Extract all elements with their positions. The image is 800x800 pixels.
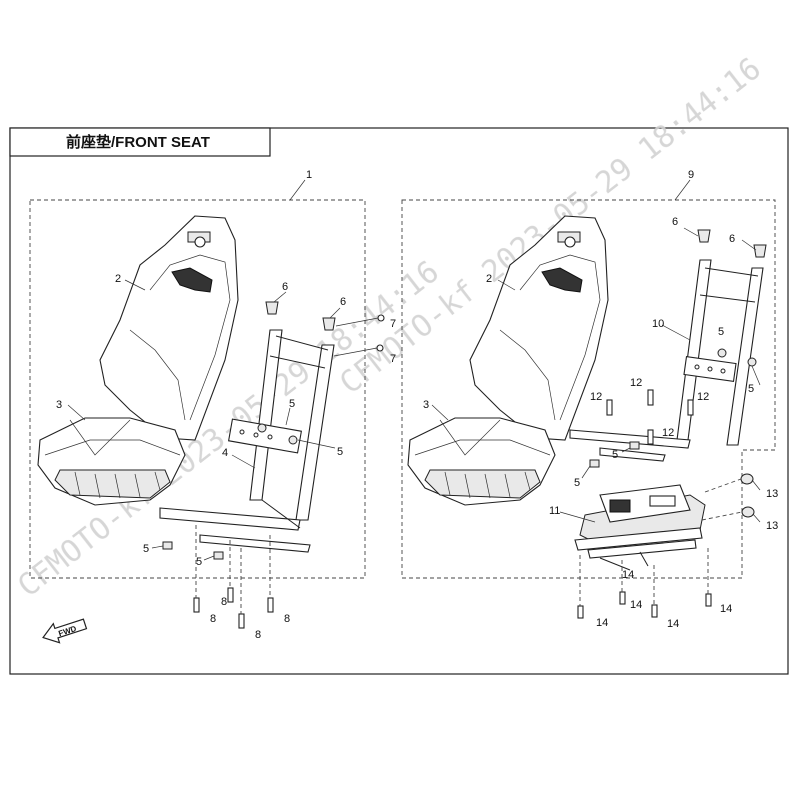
- left-nut-b: [288, 435, 298, 445]
- right-nut-a: [717, 348, 727, 358]
- callout-2-left: 2: [115, 273, 121, 285]
- right-cushion: [407, 417, 556, 506]
- right-seat-slider: [574, 484, 706, 571]
- callout-14-a: 14: [596, 617, 608, 629]
- callout-14-e: 14: [622, 569, 634, 581]
- left-cushion: [37, 417, 186, 506]
- left-nut-c: [162, 541, 173, 550]
- callout-8-c: 8: [255, 629, 261, 641]
- callout-4: 4: [222, 447, 228, 459]
- callout-5-left-d: 5: [196, 556, 202, 568]
- right-bushing-a: [740, 473, 754, 485]
- callout-12-b: 12: [590, 391, 602, 403]
- callout-14-c: 14: [667, 618, 679, 630]
- callout-5-left-b: 5: [337, 446, 343, 458]
- right-clip-b: [753, 244, 767, 258]
- left-backrest: [99, 215, 239, 441]
- callout-2-right: 2: [486, 273, 492, 285]
- callout-7-a: 7: [390, 318, 396, 330]
- callout-3-right: 3: [423, 399, 429, 411]
- callout-12-c: 12: [697, 391, 709, 403]
- right-bolts-14: [577, 548, 712, 619]
- left-seat-frame: [159, 329, 335, 553]
- callout-11: 11: [549, 505, 560, 517]
- callout-12-d: 12: [662, 427, 674, 439]
- left-nut-d: [213, 551, 224, 560]
- callout-1: 1: [306, 169, 312, 181]
- callout-12-a: 12: [630, 377, 642, 389]
- left-pin-a: [377, 314, 385, 322]
- callout-6-right-a: 6: [672, 216, 678, 228]
- callout-5-right-c: 5: [574, 477, 580, 489]
- right-seat-frame: [569, 259, 764, 462]
- left-seat-assembly: 1 2 3 4 5 5 5 5 6 6 7 7 8 8 8 8: [29, 169, 396, 641]
- callout-13-b: 13: [766, 520, 778, 532]
- outer-frame: [9, 127, 789, 675]
- left-nut-a: [257, 423, 267, 433]
- callout-13-a: 13: [766, 488, 778, 500]
- callout-3-left: 3: [56, 399, 62, 411]
- callout-9: 9: [688, 169, 694, 181]
- callout-5-left-a: 5: [289, 398, 295, 410]
- right-clip-a: [697, 229, 711, 243]
- callout-5-right-b: 5: [748, 383, 754, 395]
- callout-6-left-b: 6: [340, 296, 346, 308]
- callout-8-d: 8: [284, 613, 290, 625]
- right-nut-b: [747, 357, 757, 367]
- right-nut-c: [589, 459, 600, 468]
- callout-6-left-a: 6: [282, 281, 288, 293]
- callout-5-right-a: 5: [718, 326, 724, 338]
- forward-arrow-icon: FWD: [42, 618, 88, 644]
- callout-5-right-d: 5: [612, 449, 618, 461]
- callout-7-b: 7: [390, 353, 396, 365]
- callout-14-b: 14: [630, 599, 642, 611]
- left-clip-a: [265, 301, 279, 315]
- callout-8-a: 8: [210, 613, 216, 625]
- callout-5-left-c: 5: [143, 543, 149, 555]
- right-assembly-boundary: [401, 199, 776, 579]
- right-backrest: [469, 215, 609, 441]
- callout-6-right-b: 6: [729, 233, 735, 245]
- right-seat-assembly: 9 2 3 10 11 12 12 12 12 5 5 5 5 6 6 13 1…: [401, 169, 778, 630]
- callout-8-b: 8: [221, 596, 227, 608]
- title-box: [9, 127, 271, 157]
- callout-14-d: 14: [720, 603, 732, 615]
- right-nut-d: [629, 441, 640, 450]
- right-bushing-b: [741, 506, 755, 518]
- page-title: 前座垫/FRONT SEAT: [66, 133, 210, 151]
- right-bolts-12: [606, 389, 694, 445]
- left-bolts: [193, 525, 274, 629]
- left-pin-b: [376, 344, 384, 352]
- callout-10: 10: [652, 318, 664, 330]
- left-clip-b: [322, 317, 336, 331]
